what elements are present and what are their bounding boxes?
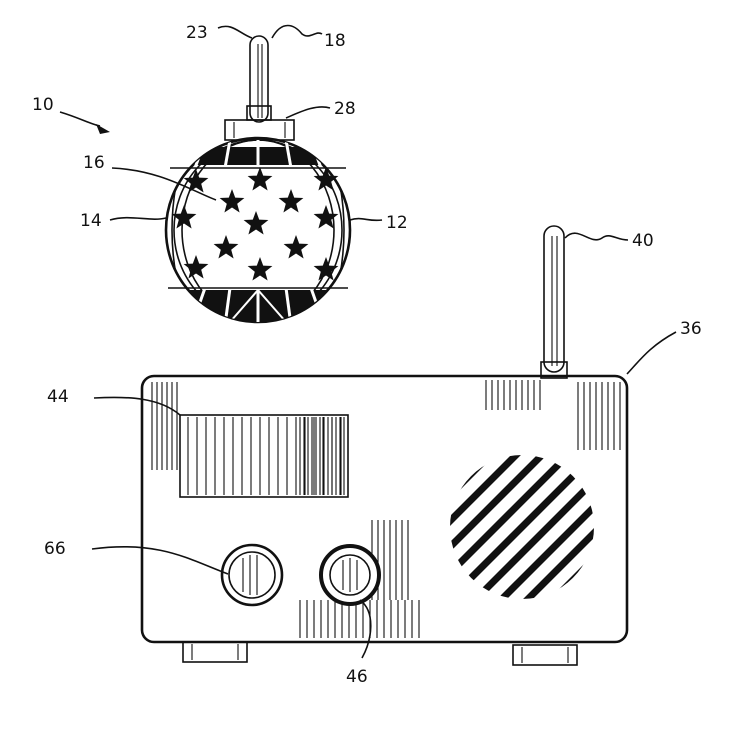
tuning-display xyxy=(179,414,349,498)
antenna xyxy=(540,225,568,379)
label-66: 66 xyxy=(44,539,66,559)
housing-shading xyxy=(151,380,621,638)
label-18: 18 xyxy=(324,31,346,51)
grill-slot xyxy=(450,455,499,504)
grill-slot xyxy=(450,455,590,595)
radio-feet xyxy=(182,641,578,666)
grill-slot xyxy=(450,455,594,599)
star-icon xyxy=(247,167,273,191)
label-14: 14 xyxy=(80,211,102,231)
knob-46 xyxy=(319,544,381,606)
label-12: 12 xyxy=(386,213,408,233)
label-36: 36 xyxy=(680,319,702,339)
grill-slot xyxy=(454,459,594,599)
hanger-wire xyxy=(246,35,272,123)
star-icon xyxy=(278,189,304,213)
label-46: 46 xyxy=(346,667,368,687)
grill-slot xyxy=(450,455,594,599)
grill-slot xyxy=(450,455,594,599)
star-icon xyxy=(219,189,245,213)
reference-numerals: 23 18 28 10 16 14 12 40 36 44 66 46 xyxy=(32,23,702,687)
label-44: 44 xyxy=(47,387,69,407)
leader-lines xyxy=(59,24,677,659)
star-icon xyxy=(183,255,209,279)
label-40: 40 xyxy=(632,231,654,251)
lower-band xyxy=(168,287,348,322)
star-icon xyxy=(183,169,209,193)
ornament-assembly xyxy=(164,35,352,324)
label-16: 16 xyxy=(83,153,105,173)
star-icon xyxy=(313,167,339,191)
knob-66 xyxy=(220,543,284,607)
star-icon xyxy=(283,235,309,259)
grill-slot xyxy=(558,563,594,599)
grill-slot xyxy=(467,472,594,599)
grill-slot xyxy=(450,455,486,491)
star-icon xyxy=(313,205,339,229)
label-28: 28 xyxy=(334,99,356,119)
star-icon xyxy=(247,257,273,281)
star-icon xyxy=(171,205,197,229)
star-icon xyxy=(213,235,239,259)
upper-band xyxy=(170,139,346,169)
radio-housing xyxy=(140,374,629,644)
ornament-ball xyxy=(164,136,352,324)
star-icon xyxy=(313,257,339,281)
star-pattern xyxy=(171,167,339,281)
label-10: 10 xyxy=(32,95,54,115)
star-icon xyxy=(243,211,269,235)
label-23: 23 xyxy=(186,23,208,43)
grill-slot xyxy=(450,455,577,582)
